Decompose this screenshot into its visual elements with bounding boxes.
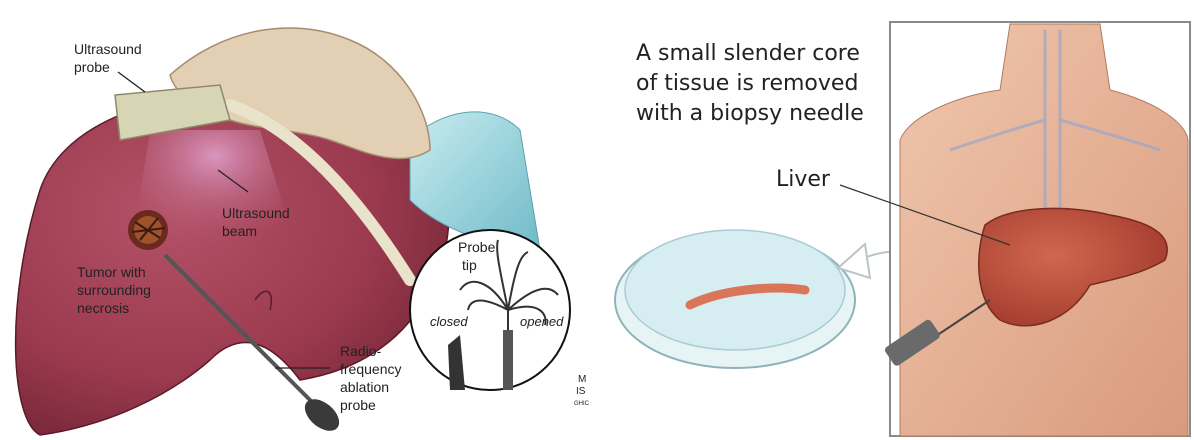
probe-tip-inset: Probe tip closed opened M IS GHIC [410,230,590,407]
rfa-probe-handle [299,393,345,437]
ultrasound-probe-label: Ultrasound probe [74,41,146,75]
left-panel: Ultrasound probe Ultrasound beam Tumor w… [16,28,590,437]
tumor [128,210,168,250]
opened-label: opened [520,314,564,329]
closed-label: closed [430,314,468,329]
rfa-probe-label: Radio- frequency ablation probe [340,343,405,413]
ultrasound-probe-pointer [118,72,145,92]
petri-dish [615,230,855,368]
right-panel: A small slender core of tissue is remove… [615,22,1190,436]
liver-label: Liver [776,167,831,192]
publisher-logo: M IS GHIC [574,374,590,407]
biopsy-caption: A small slender core of tissue is remove… [636,41,867,126]
